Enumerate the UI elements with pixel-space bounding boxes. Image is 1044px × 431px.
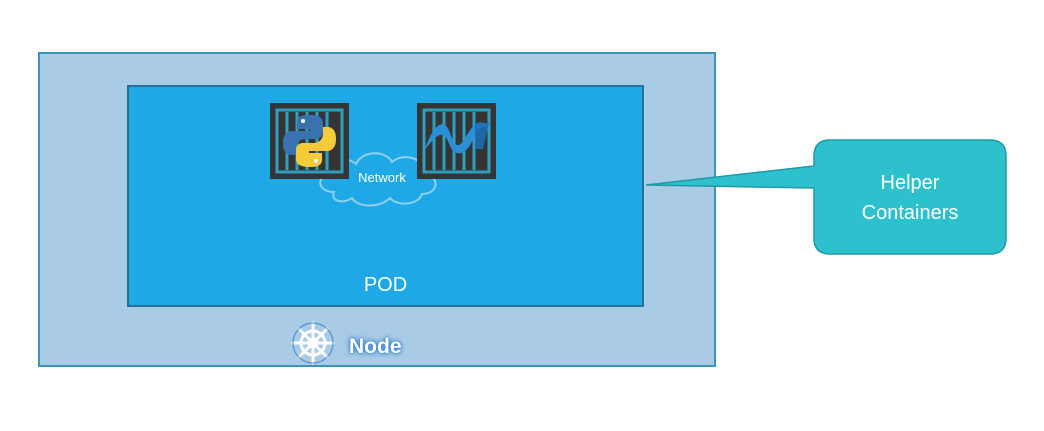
dotnet-container — [417, 103, 496, 179]
callout-line-2: Containers — [861, 202, 959, 224]
node-label: Node — [349, 335, 402, 358]
python-container — [270, 103, 349, 179]
pod-label: POD — [363, 274, 408, 296]
dotnet-logo-icon — [425, 122, 489, 154]
python-logo-icon — [283, 115, 336, 167]
callout-line-1: Helper — [880, 172, 940, 194]
kubernetes-helm-icon — [291, 321, 335, 365]
helper-containers-label: Helper Containers — [814, 168, 1006, 228]
network-label: Network — [358, 170, 406, 185]
